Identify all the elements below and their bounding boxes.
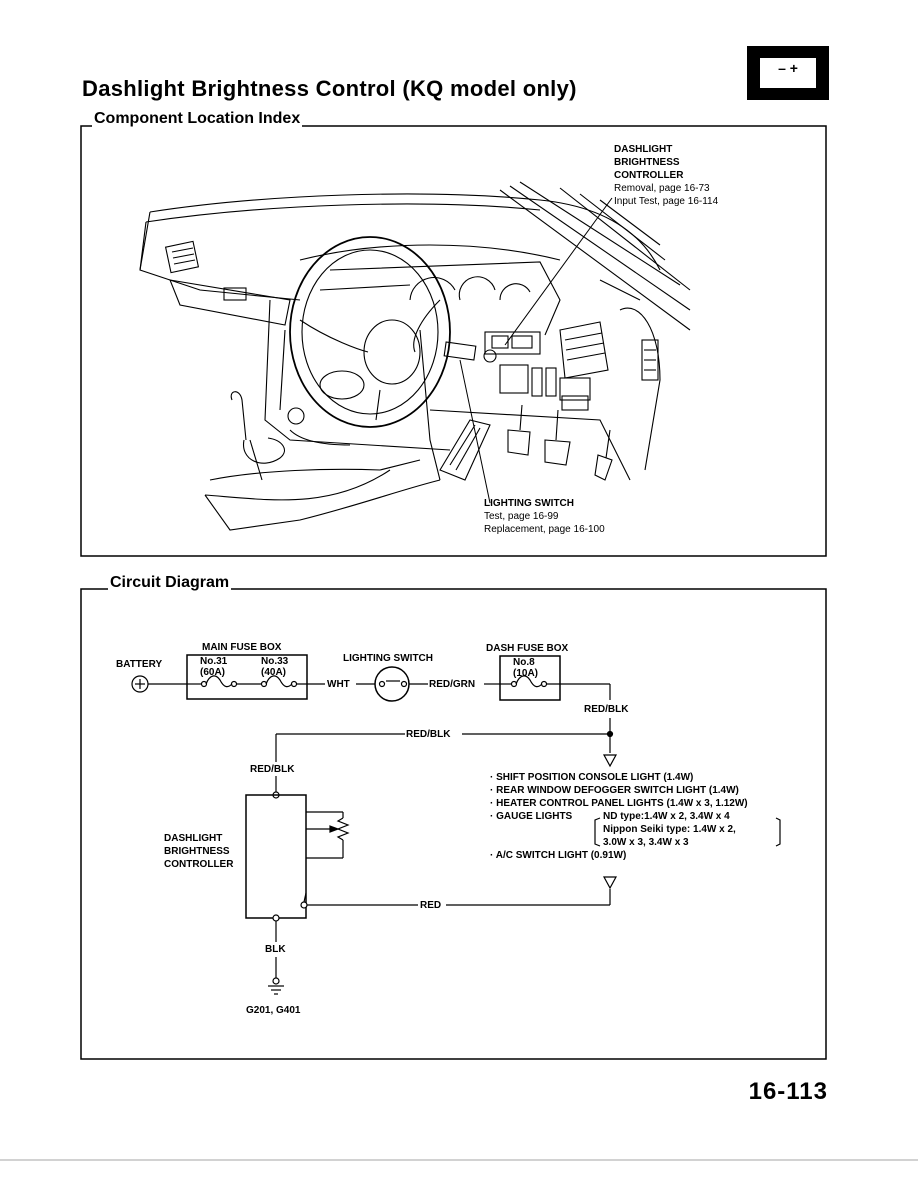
controller-name-line: CONTROLLER bbox=[614, 170, 684, 181]
page-title: Dashlight Brightness Control (KQ model o… bbox=[82, 76, 577, 101]
lighting-switch-replacement-ref: Replacement, page 16-100 bbox=[484, 524, 605, 535]
circuit-controller-line: BRIGHTNESS bbox=[164, 846, 230, 857]
fuse-8-number: No.8 bbox=[513, 657, 535, 668]
controller-name-line: BRIGHTNESS bbox=[614, 157, 680, 168]
dashboard-illustration bbox=[139, 181, 691, 531]
page-number: 16-113 bbox=[748, 1078, 828, 1105]
controller-removal-ref: Removal, page 16-73 bbox=[614, 183, 710, 194]
battery-terminal-neg bbox=[766, 52, 774, 58]
fuse-33-rating: (40A) bbox=[261, 667, 287, 678]
controller-callout: DASHLIGHT BRIGHTNESS CONTROLLER Removal,… bbox=[614, 143, 718, 208]
fuse-8-label: No.8 (10A) bbox=[513, 657, 538, 679]
fuse-31-rating: (60A) bbox=[200, 667, 226, 678]
circuit-controller-line: DASHLIGHT bbox=[164, 833, 223, 844]
battery-section-icon: – + bbox=[747, 46, 829, 100]
gauge-detail: ND type:1.4W x 2, 3.4W x 4 Nippon Seiki … bbox=[603, 810, 736, 849]
main-fuse-box-label: MAIN FUSE BOX bbox=[202, 642, 282, 653]
circuit-controller-line: CONTROLLER bbox=[164, 859, 234, 870]
wire-red-grn-label: RED/GRN bbox=[429, 679, 476, 690]
component-index-heading: Component Location Index bbox=[92, 110, 303, 128]
fuse-31-number: No.31 bbox=[200, 656, 228, 667]
fuse-8-rating: (10A) bbox=[513, 668, 539, 679]
wire-blk-label: BLK bbox=[265, 944, 286, 955]
circuit-diagram-heading: Circuit Diagram bbox=[108, 574, 232, 592]
controller-input-test-ref: Input Test, page 16-114 bbox=[614, 196, 719, 207]
circuit-wiring bbox=[131, 654, 781, 995]
fuse-33-label: No.33 (40A) bbox=[261, 656, 288, 678]
fuse-31-label: No.31 (60A) bbox=[200, 656, 227, 678]
load-item: · A/C SWITCH LIGHT (0.91W) bbox=[490, 850, 627, 861]
battery-icon-label: – + bbox=[778, 60, 798, 76]
dash-fuse-box-label: DASH FUSE BOX bbox=[486, 643, 569, 654]
wire-red-blk-left-label: RED/BLK bbox=[250, 764, 295, 775]
load-item: · SHIFT POSITION CONSOLE LIGHT (1.4W) bbox=[490, 772, 694, 783]
circuit-frame bbox=[80, 588, 827, 1060]
controller-name-line: DASHLIGHT bbox=[614, 144, 673, 155]
load-list: · SHIFT POSITION CONSOLE LIGHT (1.4W) · … bbox=[490, 771, 748, 862]
lighting-switch-label: LIGHTING SWITCH bbox=[343, 653, 433, 664]
ground-points-label: G201, G401 bbox=[246, 1005, 301, 1016]
load-item: · REAR WINDOW DEFOGGER SWITCH LIGHT (1.4… bbox=[490, 785, 739, 796]
gauge-detail-line: Nippon Seiki type: 1.4W x 2, bbox=[603, 824, 736, 835]
gauge-detail-line: ND type:1.4W x 2, 3.4W x 4 bbox=[603, 811, 730, 822]
circuit-controller-label: DASHLIGHT BRIGHTNESS CONTROLLER bbox=[164, 832, 233, 871]
lighting-switch-name: LIGHTING SWITCH bbox=[484, 498, 574, 509]
wire-wht-label: WHT bbox=[327, 679, 350, 690]
load-item: · GAUGE LIGHTS bbox=[490, 811, 573, 822]
lighting-switch-callout: LIGHTING SWITCH Test, page 16-99 Replace… bbox=[484, 497, 605, 536]
wire-red-blk-mid-label: RED/BLK bbox=[406, 729, 451, 740]
battery-terminal-pos bbox=[802, 52, 810, 58]
component-index-frame bbox=[80, 125, 827, 557]
wire-red-blk-right-label: RED/BLK bbox=[584, 704, 629, 715]
lighting-switch-test-ref: Test, page 16-99 bbox=[484, 511, 559, 522]
fuse-33-number: No.33 bbox=[261, 656, 289, 667]
battery-label: BATTERY bbox=[116, 659, 163, 670]
wire-red-label: RED bbox=[420, 900, 442, 911]
load-item: · HEATER CONTROL PANEL LIGHTS (1.4W x 3,… bbox=[490, 798, 748, 809]
gauge-detail-line: 3.0W x 3, 3.4W x 3 bbox=[603, 837, 689, 848]
